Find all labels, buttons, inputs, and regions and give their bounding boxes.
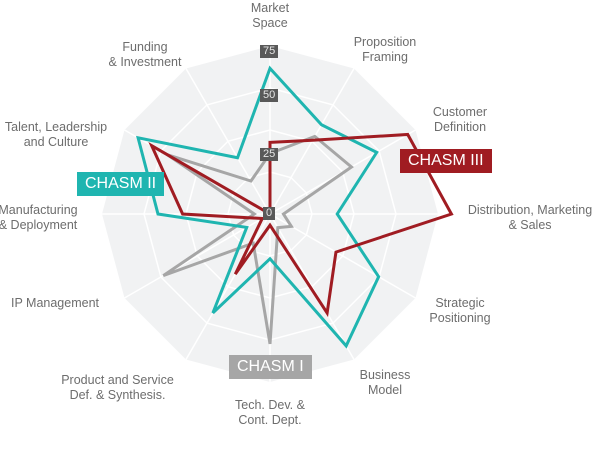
axis-label-manufacturing: Manufacturing & Deployment: [0, 203, 78, 232]
axis-label-product-service: Product and Service Def. & Synthesis.: [61, 373, 174, 402]
axis-label-funding: Funding & Investment: [108, 40, 182, 69]
grid-spoke: [185, 213, 271, 360]
grid-spoke: [269, 213, 355, 360]
axis-label-customer-definition: Customer Definition: [432, 105, 488, 134]
grid-spoke: [269, 213, 416, 299]
axis-label-distribution: Distribution, Marketing & Sales: [467, 203, 593, 232]
badge-chasm-1: CHASM I: [229, 355, 312, 379]
tick-label-50: 50: [260, 89, 279, 102]
axis-label-business-model: Business Model: [359, 368, 411, 397]
axis-label-tech-dev: Tech. Dev. & Cont. Dept.: [235, 398, 305, 427]
axis-label-ip-management: IP Management: [10, 296, 100, 310]
badge-chasm-2: CHASM II: [77, 172, 165, 196]
tick-label-75: 75: [260, 45, 279, 58]
axis-label-market-space: Market Space: [250, 1, 290, 30]
axis-label-talent: Talent, Leadership and Culture: [4, 120, 108, 149]
axis-label-proposition-framing: Proposition Framing: [353, 35, 417, 64]
series-chasm-ii: [136, 65, 381, 349]
series-chasm-iii: [148, 132, 454, 318]
axis-label-strategic-positioning: Strategic Positioning: [429, 296, 491, 325]
radar-series: [136, 65, 454, 349]
grid-spoke: [185, 68, 271, 215]
badge-chasm-3: CHASM III: [400, 149, 492, 173]
tick-label-0: 0: [263, 207, 276, 220]
tick-label-25: 25: [260, 148, 279, 161]
